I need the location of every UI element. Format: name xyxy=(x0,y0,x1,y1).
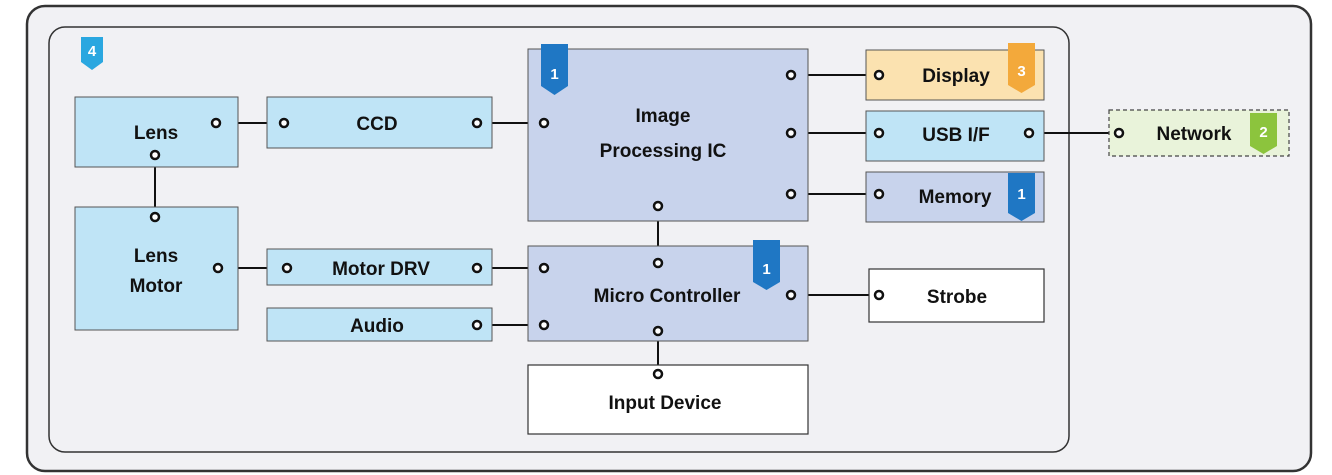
memory-badge-shape xyxy=(1008,173,1035,221)
terminal-usb-right xyxy=(1023,127,1035,139)
lens-motor-label-line2: Motor xyxy=(130,276,183,297)
terminal-micro-controller-top xyxy=(652,257,664,269)
terminal-input-device-top xyxy=(652,368,664,380)
memory-badge-number: 1 xyxy=(1017,186,1025,203)
network-badge-shape xyxy=(1250,113,1277,154)
display-badge-shape xyxy=(1008,43,1035,93)
terminal-network-left xyxy=(1113,127,1125,139)
terminal-strobe-left xyxy=(873,289,885,301)
terminal-micro-controller-left-bottom xyxy=(538,319,550,331)
terminals xyxy=(149,69,1125,380)
terminal-audio-right xyxy=(471,319,483,331)
terminal-ccd-right xyxy=(471,117,483,129)
network-label: Network xyxy=(1157,124,1232,145)
memory-label: Memory xyxy=(919,187,992,208)
terminal-motor-drv-right xyxy=(471,262,483,274)
terminal-usb-left xyxy=(873,127,885,139)
lens-label: Lens xyxy=(134,123,178,144)
input-device-block xyxy=(527,364,809,435)
lens-motor-label-line1: Lens xyxy=(134,246,178,267)
micro-controller-badge-number: 1 xyxy=(762,261,770,278)
terminal-image-ic-right-usb xyxy=(785,127,797,139)
terminal-lens-bottom xyxy=(149,149,161,161)
ccd-label: CCD xyxy=(356,114,397,135)
terminal-display-left xyxy=(873,69,885,81)
image-ic-badge-shape xyxy=(541,44,568,95)
micro-controller-label: Micro Controller xyxy=(594,286,741,307)
terminal-lens-right xyxy=(210,117,222,129)
input-device-label: Input Device xyxy=(609,393,722,414)
image-processing-ic-block xyxy=(527,48,809,222)
audio-block xyxy=(266,307,493,342)
lens-motor-block xyxy=(74,206,239,331)
terminal-memory-left xyxy=(873,188,885,200)
frame-badge-number: 4 xyxy=(88,43,97,60)
terminal-image-ic-right-display xyxy=(785,69,797,81)
audio-label: Audio xyxy=(350,316,404,337)
strobe-block xyxy=(868,268,1045,323)
micro-controller-badge-shape xyxy=(753,240,780,290)
terminal-image-ic-left xyxy=(538,117,550,129)
display-badge-number: 3 xyxy=(1017,63,1025,80)
terminal-lens-motor-top xyxy=(149,211,161,223)
motor-drv-block xyxy=(266,248,493,286)
terminal-micro-controller-bottom xyxy=(652,325,664,337)
terminal-micro-controller-left-top xyxy=(538,262,550,274)
strobe-label: Strobe xyxy=(927,287,987,308)
motor-drv-label: Motor DRV xyxy=(332,259,430,280)
terminal-motor-drv-left xyxy=(281,262,293,274)
image-ic-label-line1: Image xyxy=(636,106,691,127)
terminal-lens-motor-right xyxy=(212,262,224,274)
terminal-image-ic-bottom xyxy=(652,200,664,212)
terminal-image-ic-right-memory xyxy=(785,188,797,200)
usb-if-block xyxy=(865,110,1045,162)
image-ic-label-line2: Processing IC xyxy=(600,141,727,162)
ccd-block xyxy=(266,96,493,149)
terminal-micro-controller-right xyxy=(785,289,797,301)
frame-badge-shape xyxy=(81,37,103,70)
network-badge-number: 2 xyxy=(1259,124,1267,141)
display-label: Display xyxy=(922,66,990,87)
image-ic-badge-number: 1 xyxy=(550,66,558,83)
terminal-ccd-left xyxy=(278,117,290,129)
usb-if-label: USB I/F xyxy=(922,125,990,146)
